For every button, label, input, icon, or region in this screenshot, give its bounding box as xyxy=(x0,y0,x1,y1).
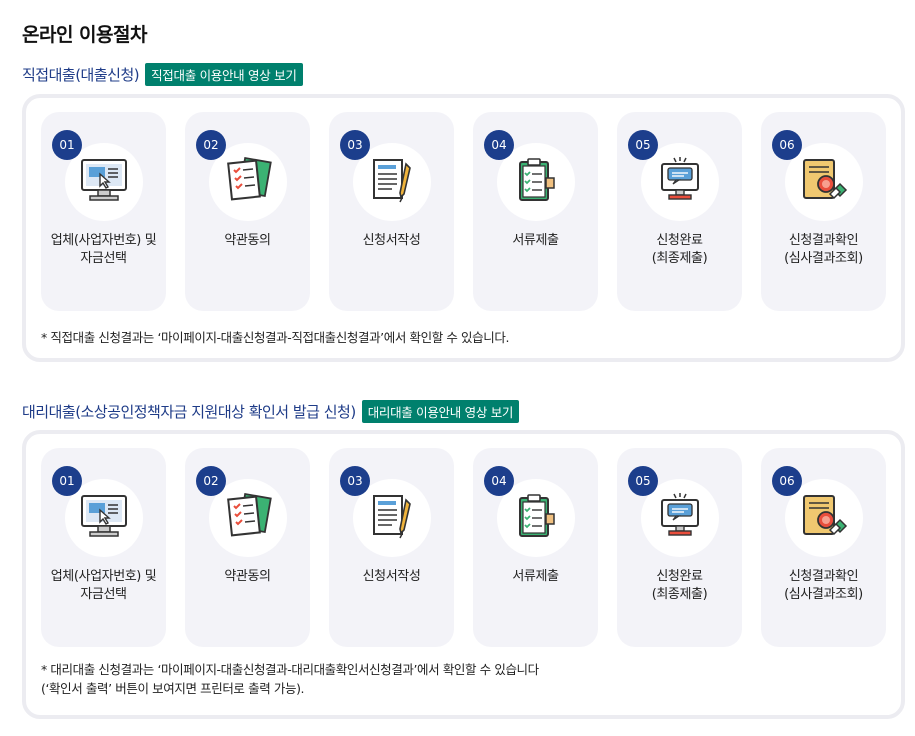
step-label: 서류제출 xyxy=(473,232,598,250)
step-label-line: 신청서작성 xyxy=(362,569,421,584)
step-icon-circle xyxy=(353,479,431,557)
step-label-line: 서류제출 xyxy=(512,233,559,248)
note-line: (‘확인서 출력’ 버튼이 보여지면 프린터로 출력 가능). xyxy=(41,681,305,696)
result-note: * 대리대출 신청결과는 ‘마이페이지-대출신청결과-대리대출확인서신청결과’에… xyxy=(41,660,539,698)
step-card: 05 신청완료 (최종제출) xyxy=(617,448,742,647)
step-label: 신청결과확인 (심사결과조회) xyxy=(761,568,886,604)
step-label-line: 약관동의 xyxy=(224,233,271,248)
step-label-line: (심사결과조회) xyxy=(784,587,863,602)
monitor-message-icon xyxy=(652,488,708,548)
step-icon-circle xyxy=(353,143,431,221)
section-header-agency-loan: 대리대출(소상공인정책자금 지원대상 확인서 발급 신청) 대리대출 이용안내 … xyxy=(22,400,520,423)
step-label-line: 신청완료 xyxy=(656,569,703,584)
section-title: 대리대출(소상공인정책자금 지원대상 확인서 발급 신청) xyxy=(22,403,356,421)
certificate-handshake-icon xyxy=(796,488,852,548)
section-title: 직접대출(대출신청) xyxy=(22,66,140,84)
step-number: 03 xyxy=(340,130,370,160)
step-label: 서류제출 xyxy=(473,568,598,586)
step-number: 02 xyxy=(196,466,226,496)
step-icon-circle xyxy=(785,143,863,221)
step-number: 04 xyxy=(484,466,514,496)
step-icon-circle xyxy=(641,143,719,221)
clipboard-submit-icon xyxy=(508,152,564,212)
checklist-documents-icon xyxy=(220,152,276,212)
step-number: 04 xyxy=(484,130,514,160)
step-label: 신청완료 (최종제출) xyxy=(617,568,742,604)
step-label: 신청결과확인 (심사결과조회) xyxy=(761,232,886,268)
step-label-line: (최종제출) xyxy=(651,587,708,602)
step-label-line: 신청결과확인 xyxy=(788,233,859,248)
step-icon-circle xyxy=(785,479,863,557)
section-header-direct-loan: 직접대출(대출신청) 직접대출 이용안내 영상 보기 xyxy=(22,63,303,86)
step-card: 03 신청서작성 xyxy=(329,112,454,311)
step-label-line: (심사결과조회) xyxy=(784,251,863,266)
step-label-line: 신청서작성 xyxy=(362,233,421,248)
step-number: 01 xyxy=(52,466,82,496)
step-label-line: 신청완료 xyxy=(656,233,703,248)
step-label: 약관동의 xyxy=(185,568,310,586)
step-number: 06 xyxy=(772,466,802,496)
result-note: * 직접대출 신청결과는 ‘마이페이지-대출신청결과-직접대출신청결과’에서 확… xyxy=(41,328,509,347)
note-line: * 대리대출 신청결과는 ‘마이페이지-대출신청결과-대리대출확인서신청결과’에… xyxy=(41,662,539,677)
page-title: 온라인 이용절차 xyxy=(22,24,147,46)
step-icon-circle xyxy=(497,479,575,557)
step-icon-circle xyxy=(65,479,143,557)
clipboard-submit-icon xyxy=(508,488,564,548)
step-card: 04 서류제출 xyxy=(473,112,598,311)
step-card: 06 신청결과확인 (심사결과조회) xyxy=(761,112,886,311)
computer-click-icon xyxy=(76,152,132,212)
step-number: 05 xyxy=(628,466,658,496)
step-label-line: (최종제출) xyxy=(651,251,708,266)
step-label-line: 업체(사업자번호) 및 xyxy=(50,233,157,248)
step-number: 01 xyxy=(52,130,82,160)
checklist-documents-icon xyxy=(220,488,276,548)
step-label: 신청완료 (최종제출) xyxy=(617,232,742,268)
note-line: * 직접대출 신청결과는 ‘마이페이지-대출신청결과-직접대출신청결과’에서 확… xyxy=(41,330,510,345)
video-guide-button[interactable]: 직접대출 이용안내 영상 보기 xyxy=(145,63,303,86)
step-icon-circle xyxy=(65,143,143,221)
video-guide-button[interactable]: 대리대출 이용안내 영상 보기 xyxy=(361,400,520,423)
computer-click-icon xyxy=(76,488,132,548)
step-icon-circle xyxy=(497,143,575,221)
document-pen-icon xyxy=(364,488,420,548)
step-number: 06 xyxy=(772,130,802,160)
step-label: 신청서작성 xyxy=(329,568,454,586)
step-icon-circle xyxy=(641,479,719,557)
step-label-line: 업체(사업자번호) 및 xyxy=(50,569,157,584)
step-card: 06 신청결과확인 (심사결과조회) xyxy=(761,448,886,647)
monitor-message-icon xyxy=(652,152,708,212)
step-card: 05 신청완료 (최종제출) xyxy=(617,112,742,311)
step-label-line: 자금선택 xyxy=(80,587,127,602)
step-card: 04 서류제출 xyxy=(473,448,598,647)
step-icon-circle xyxy=(209,479,287,557)
certificate-handshake-icon xyxy=(796,152,852,212)
step-number: 03 xyxy=(340,466,370,496)
step-icon-circle xyxy=(209,143,287,221)
step-card: 03 신청서작성 xyxy=(329,448,454,647)
step-label-line: 자금선택 xyxy=(80,251,127,266)
step-label: 신청서작성 xyxy=(329,232,454,250)
step-number: 05 xyxy=(628,130,658,160)
step-card: 02 약관동의 xyxy=(185,112,310,311)
step-card: 02 약관동의 xyxy=(185,448,310,647)
step-label-line: 서류제출 xyxy=(512,569,559,584)
step-label: 약관동의 xyxy=(185,232,310,250)
step-label-line: 신청결과확인 xyxy=(788,569,859,584)
step-label-line: 약관동의 xyxy=(224,569,271,584)
document-pen-icon xyxy=(364,152,420,212)
step-number: 02 xyxy=(196,130,226,160)
